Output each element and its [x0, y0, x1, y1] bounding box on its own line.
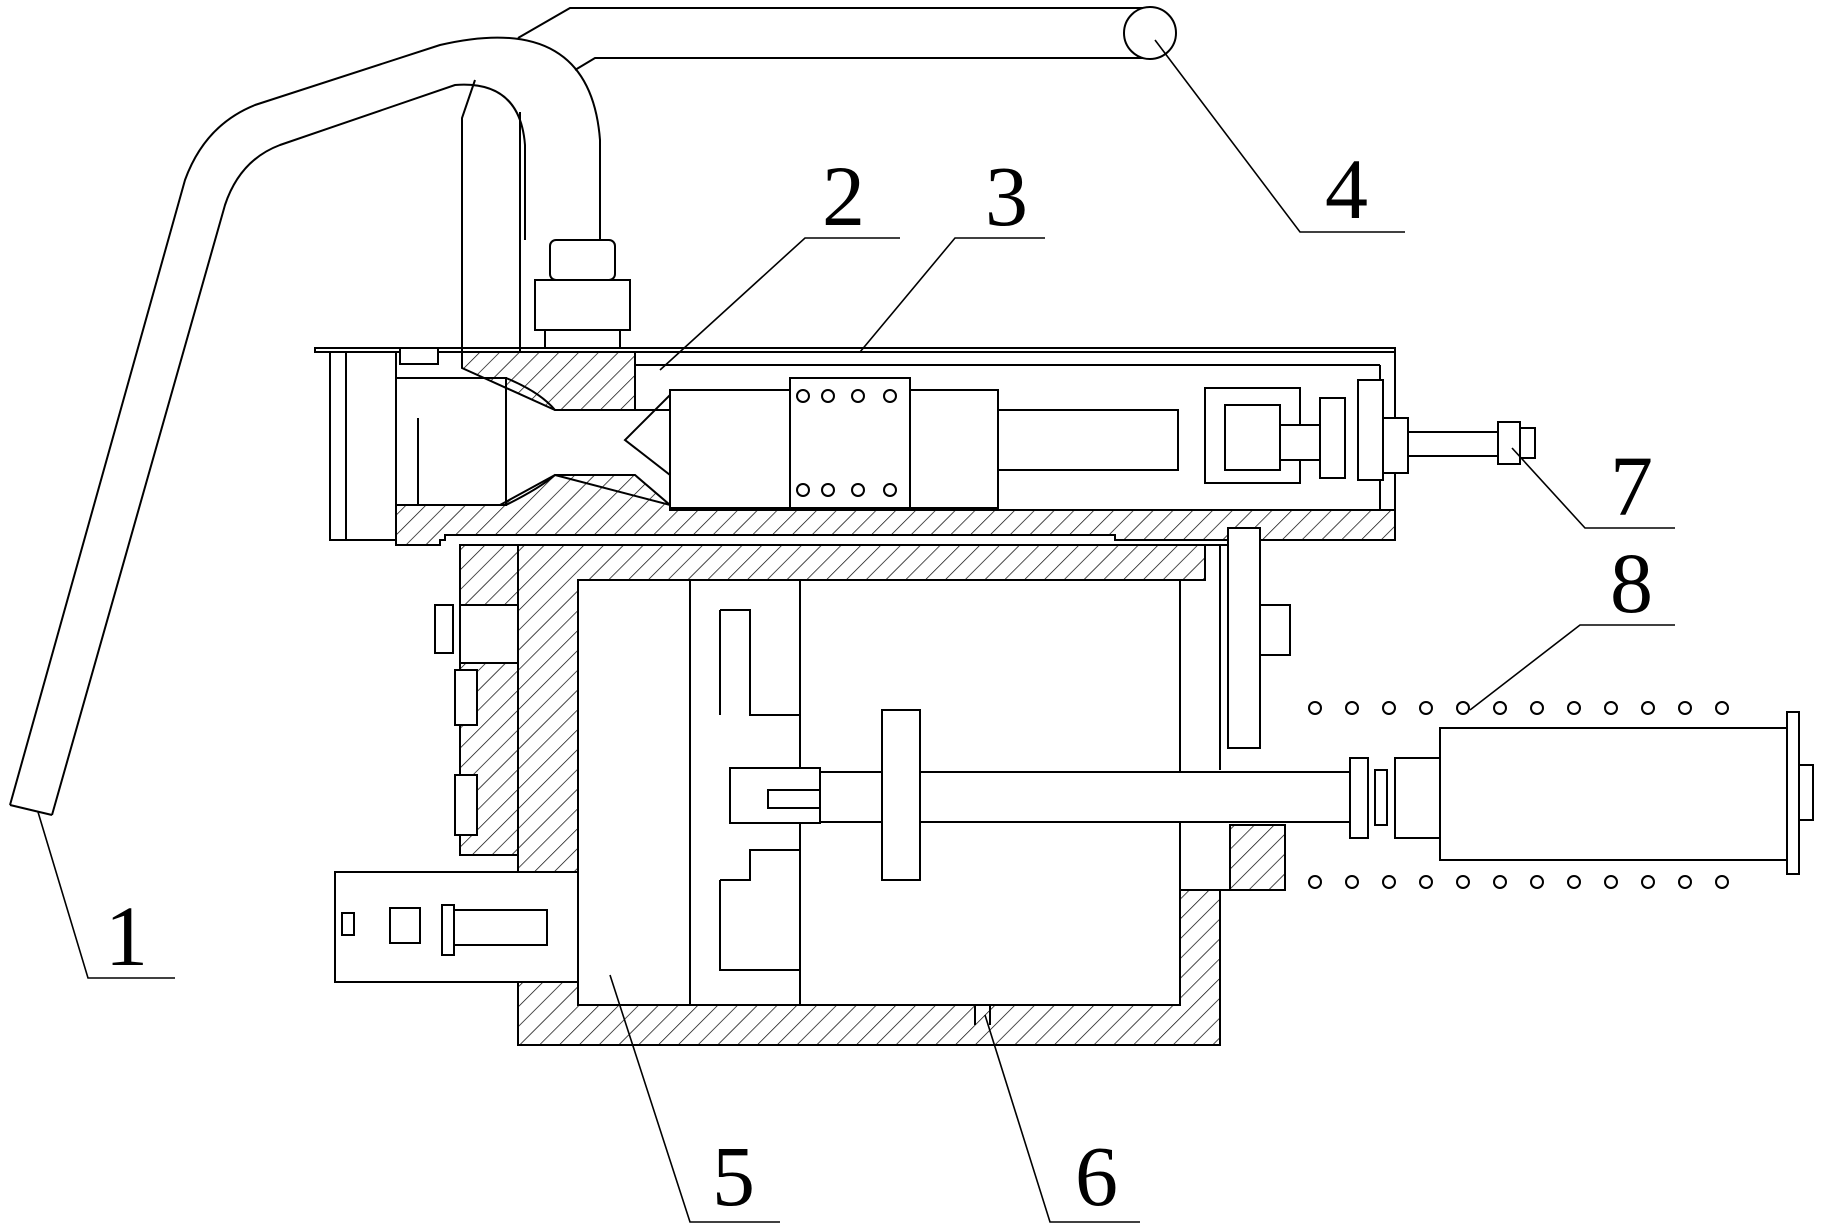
spring-coil — [1382, 875, 1396, 889]
spring-coil — [1678, 875, 1692, 889]
spring-coil — [1530, 701, 1544, 715]
spring-coil — [1345, 701, 1359, 715]
callout-7: 7 — [1610, 438, 1653, 534]
callout-1: 1 — [105, 888, 148, 984]
spring-coil — [1641, 701, 1655, 715]
spool-holes-top — [796, 389, 897, 403]
spring-coil — [1567, 875, 1581, 889]
spring-coil — [1604, 875, 1618, 889]
spool-holes-bottom — [796, 483, 897, 497]
spring-coil — [1715, 701, 1729, 715]
spring-coil — [1419, 701, 1433, 715]
spring-coil — [1419, 875, 1433, 889]
leader-5 — [609, 974, 780, 1223]
spring-coil — [1641, 875, 1655, 889]
spring-coil — [1530, 875, 1544, 889]
pipe-1 — [9, 36, 601, 816]
leader-6 — [984, 1014, 1140, 1223]
callout-4: 4 — [1325, 141, 1368, 237]
spring-coil — [1493, 875, 1507, 889]
spring-coil — [1493, 701, 1507, 715]
spring-coil — [1382, 701, 1396, 715]
upper-housing — [314, 347, 1536, 546]
spring-coil — [1567, 701, 1581, 715]
leader-lines — [37, 39, 1675, 1223]
spring-coil — [1308, 701, 1322, 715]
callout-6: 6 — [1075, 1128, 1118, 1224]
leader-3 — [859, 237, 1045, 353]
leader-7 — [1511, 447, 1675, 529]
spring-8 — [1308, 701, 1729, 889]
end-cap — [1439, 711, 1814, 875]
spring-coil — [1456, 875, 1470, 889]
lower-body — [334, 527, 1441, 1046]
spring-coil — [1715, 875, 1729, 889]
spring-coil — [1345, 875, 1359, 889]
leader-8 — [1469, 624, 1675, 711]
spring-coil — [1308, 875, 1322, 889]
leader-1 — [37, 811, 175, 979]
callout-labels: 1 2 3 4 5 6 7 8 — [105, 141, 1653, 1224]
callout-8: 8 — [1610, 535, 1653, 631]
callout-3: 3 — [985, 148, 1028, 244]
spring-coil — [1604, 701, 1618, 715]
leader-4 — [1154, 39, 1405, 233]
callout-2: 2 — [822, 148, 865, 244]
leader-2 — [659, 237, 900, 371]
pipe-4 — [461, 6, 1177, 352]
spring-coil — [1456, 701, 1470, 715]
callout-5: 5 — [712, 1128, 755, 1224]
pipe-fitting — [534, 239, 631, 349]
spring-coil — [1678, 701, 1692, 715]
